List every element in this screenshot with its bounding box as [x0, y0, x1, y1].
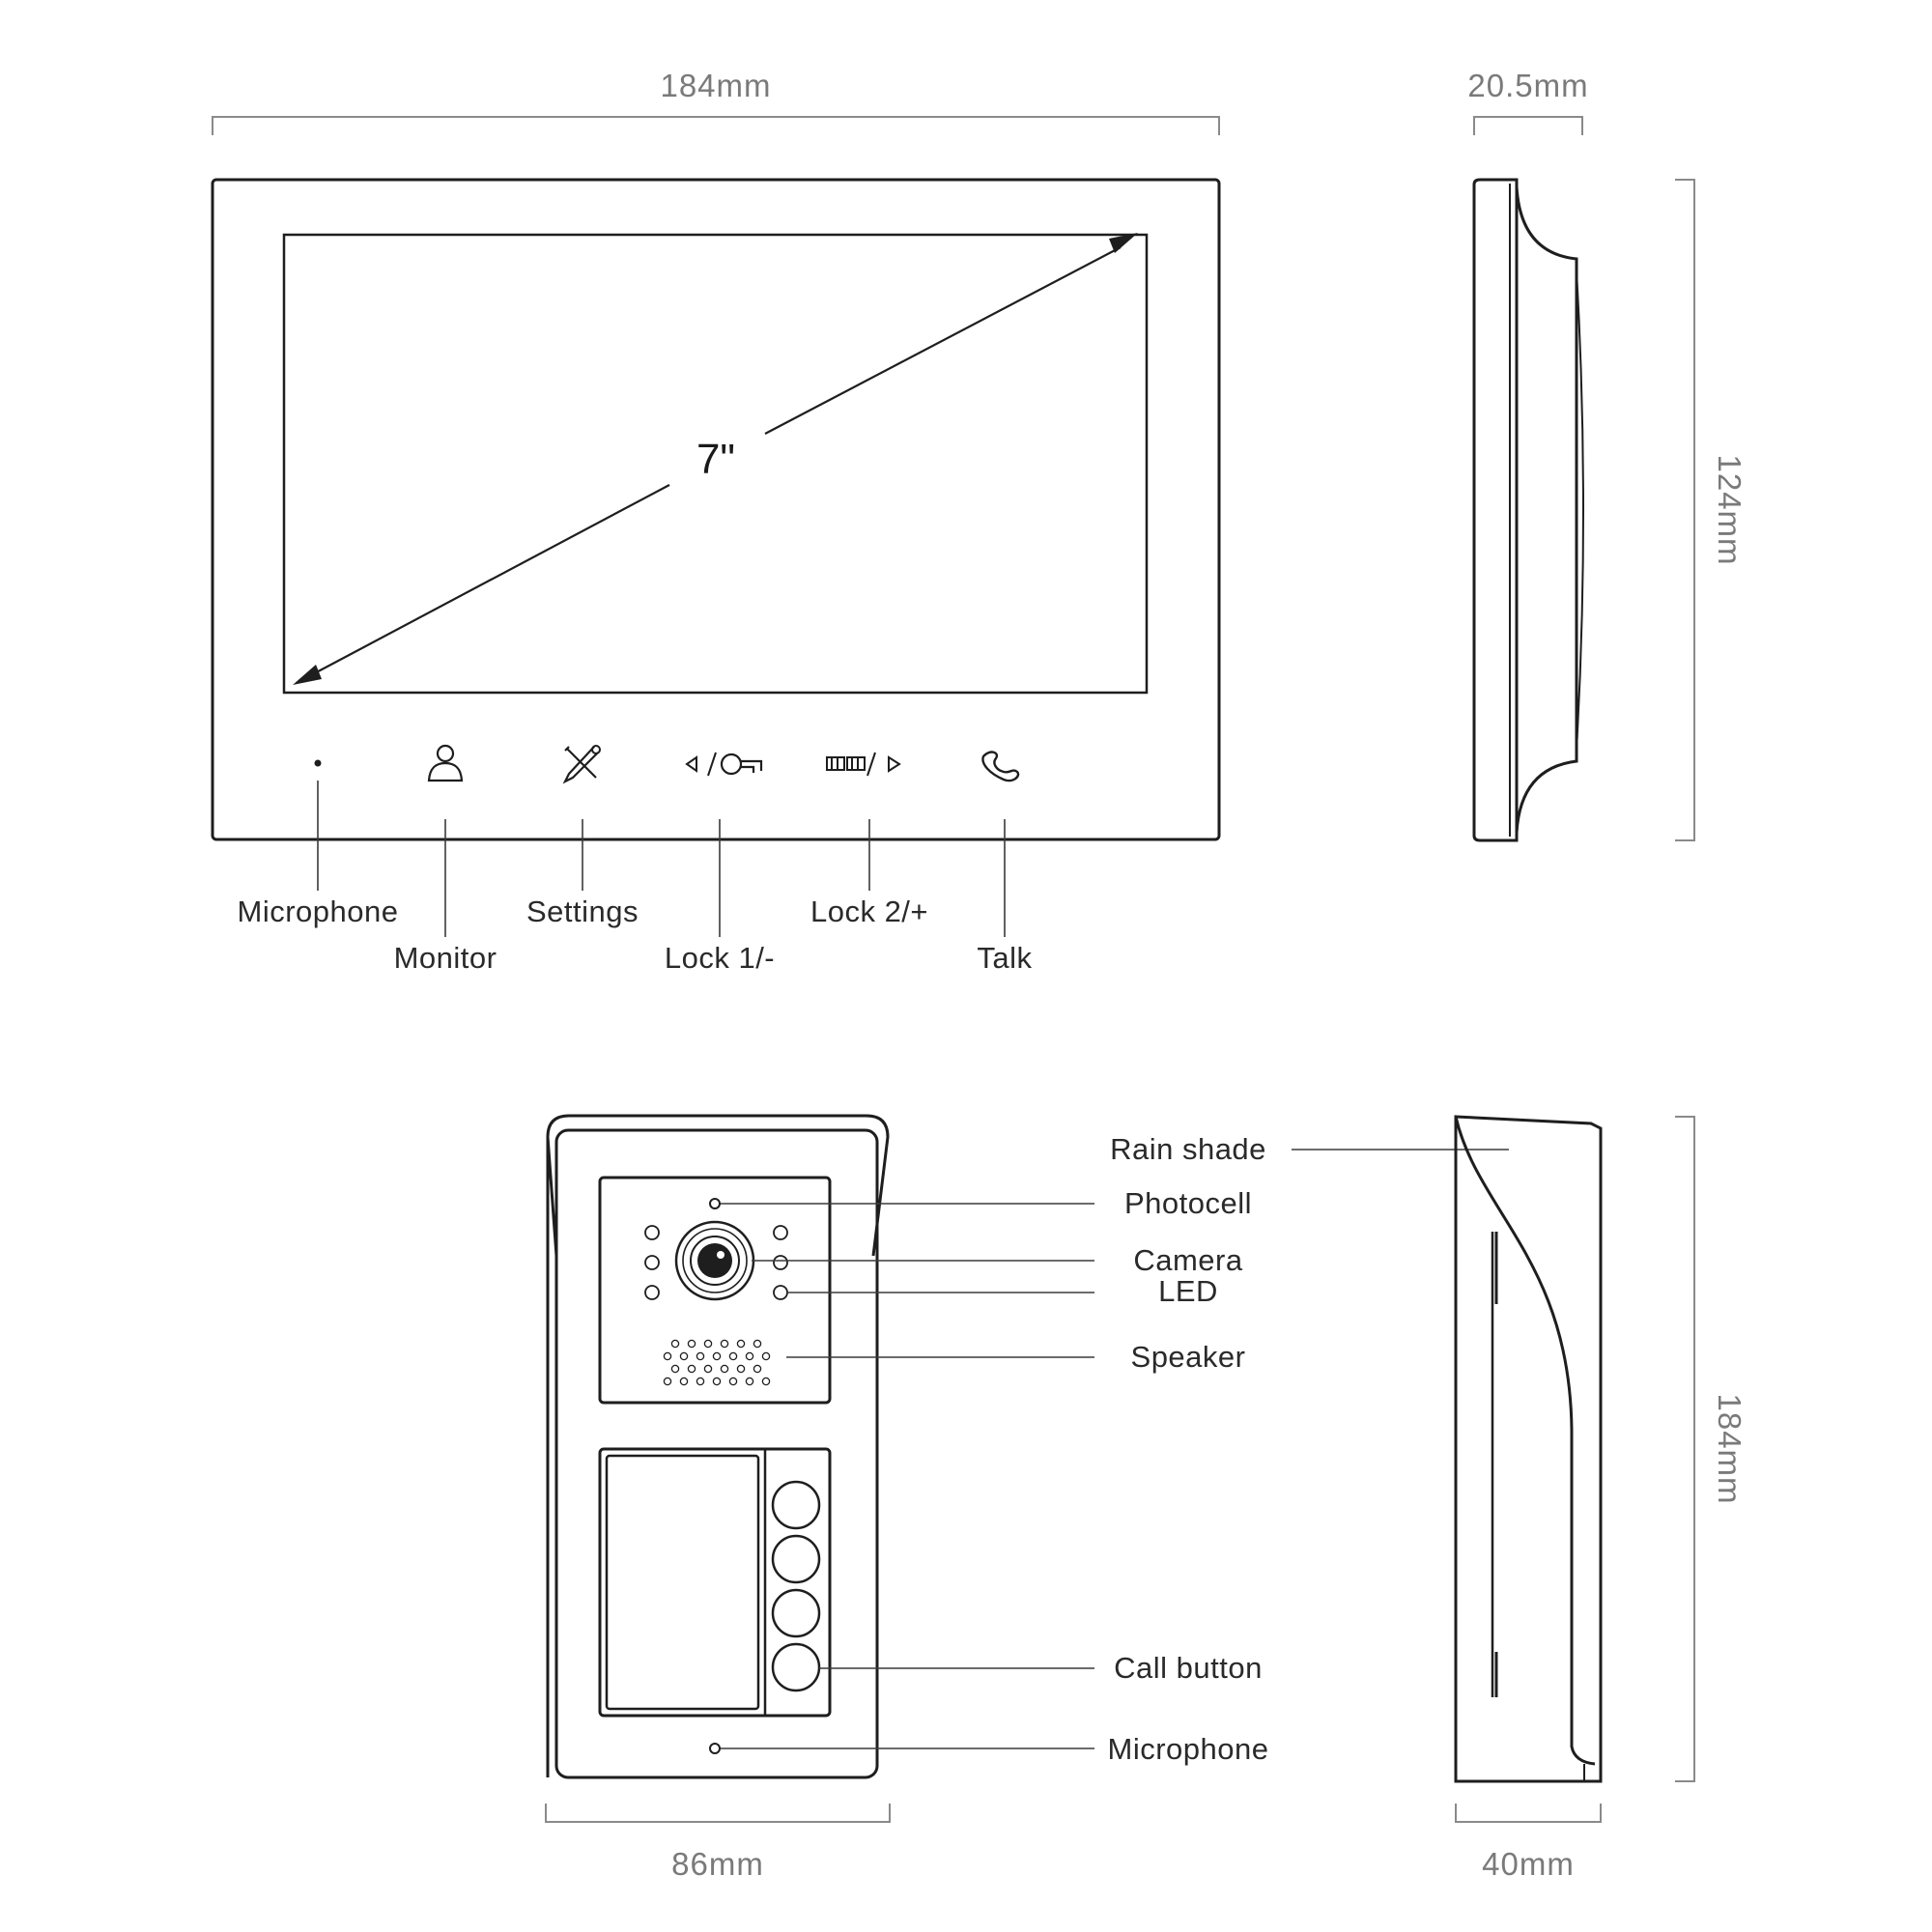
gate-icon	[826, 752, 901, 777]
led-icon	[644, 1225, 660, 1240]
doorbell-body	[554, 1128, 879, 1779]
call-button-1[interactable]	[771, 1480, 821, 1530]
led-icon	[773, 1225, 788, 1240]
monitor-side-view: 20.5mm 124mm	[1467, 68, 1747, 842]
monitor-height-bracket	[1675, 179, 1695, 841]
monitor-side-back-profile	[1515, 185, 1578, 834]
camera-label: Camera	[1133, 1243, 1243, 1277]
doorbell-width-bracket	[545, 1804, 891, 1823]
speaker-grille-icon	[663, 1339, 771, 1386]
tools-icon	[562, 745, 601, 784]
diagonal-line-lower	[308, 484, 670, 677]
lock2-label: Lock 2/+	[810, 895, 928, 928]
doorbell-depth-dimension: 40mm	[1482, 1846, 1575, 1882]
screen-size-label: 7"	[696, 436, 735, 483]
call-button-4[interactable]	[771, 1642, 821, 1692]
led-icon	[773, 1285, 788, 1300]
monitor-front-view: 184mm 7"	[211, 68, 1221, 975]
camera-lens-glint-icon	[717, 1251, 724, 1259]
doorbell-height-dimension: 184mm	[1712, 1393, 1747, 1504]
diagonal-arrowhead-lower	[293, 665, 322, 685]
photocell-icon	[709, 1198, 721, 1209]
camera-panel	[598, 1176, 832, 1405]
led-label: LED	[1158, 1274, 1218, 1308]
rain-shade-label: Rain shade	[1110, 1132, 1266, 1166]
doorbell-side-view: 184mm 40mm	[1454, 1115, 1747, 1882]
doorbell-microphone-icon	[709, 1743, 721, 1754]
monitor-height-dimension: 124mm	[1712, 454, 1747, 565]
key-icon	[685, 752, 763, 777]
doorbell-front-view: Rain shade Photocell Camera LED Speaker …	[545, 1114, 1509, 1882]
monitor-microphone-label: Microphone	[238, 895, 399, 928]
monitor-body	[211, 178, 1221, 841]
handset-icon	[981, 751, 1020, 782]
lock1-label: Lock 1/-	[665, 941, 775, 975]
monitor-side-bulge	[1576, 270, 1584, 751]
monitor-width-bracket	[212, 116, 1220, 135]
monitor-side-front-panel	[1472, 178, 1519, 842]
name-card	[605, 1454, 760, 1711]
camera-lens-inner-icon	[690, 1236, 740, 1286]
led-icons	[644, 1225, 788, 1300]
camera-lens-icon	[697, 1243, 732, 1278]
person-icon	[427, 744, 464, 782]
doorbell-depth-bracket	[1455, 1804, 1602, 1823]
doorbell-side-outline	[1454, 1115, 1603, 1783]
microphone-dot-icon	[314, 759, 322, 767]
led-icon	[644, 1285, 660, 1300]
monitor-depth-dimension: 20.5mm	[1467, 68, 1588, 103]
monitor-width-dimension: 184mm	[660, 68, 771, 103]
call-button-3[interactable]	[771, 1588, 821, 1638]
doorbell-side-curve	[1454, 1116, 1596, 1766]
speaker-label: Speaker	[1131, 1340, 1246, 1374]
call-button-label: Call button	[1114, 1651, 1263, 1685]
photocell-label: Photocell	[1124, 1186, 1252, 1220]
doorbell-rain-shade-outline	[546, 1114, 890, 1777]
doorbell-height-bracket	[1675, 1116, 1695, 1782]
call-button-2[interactable]	[771, 1534, 821, 1584]
settings-label: Settings	[526, 895, 639, 928]
monitor-button-label: Monitor	[394, 941, 497, 975]
monitor-screen	[282, 233, 1149, 695]
led-icon	[773, 1255, 788, 1270]
camera-lens-ring-icon	[682, 1228, 748, 1293]
monitor-depth-bracket	[1473, 116, 1583, 135]
doorbell-microphone-label: Microphone	[1108, 1732, 1269, 1766]
talk-label: Talk	[977, 941, 1032, 975]
diagonal-arrowhead-upper	[1109, 233, 1138, 253]
diagonal-line-upper	[764, 246, 1122, 435]
led-icon	[644, 1255, 660, 1270]
button-panel	[598, 1447, 832, 1718]
doorbell-width-dimension: 86mm	[671, 1846, 764, 1882]
